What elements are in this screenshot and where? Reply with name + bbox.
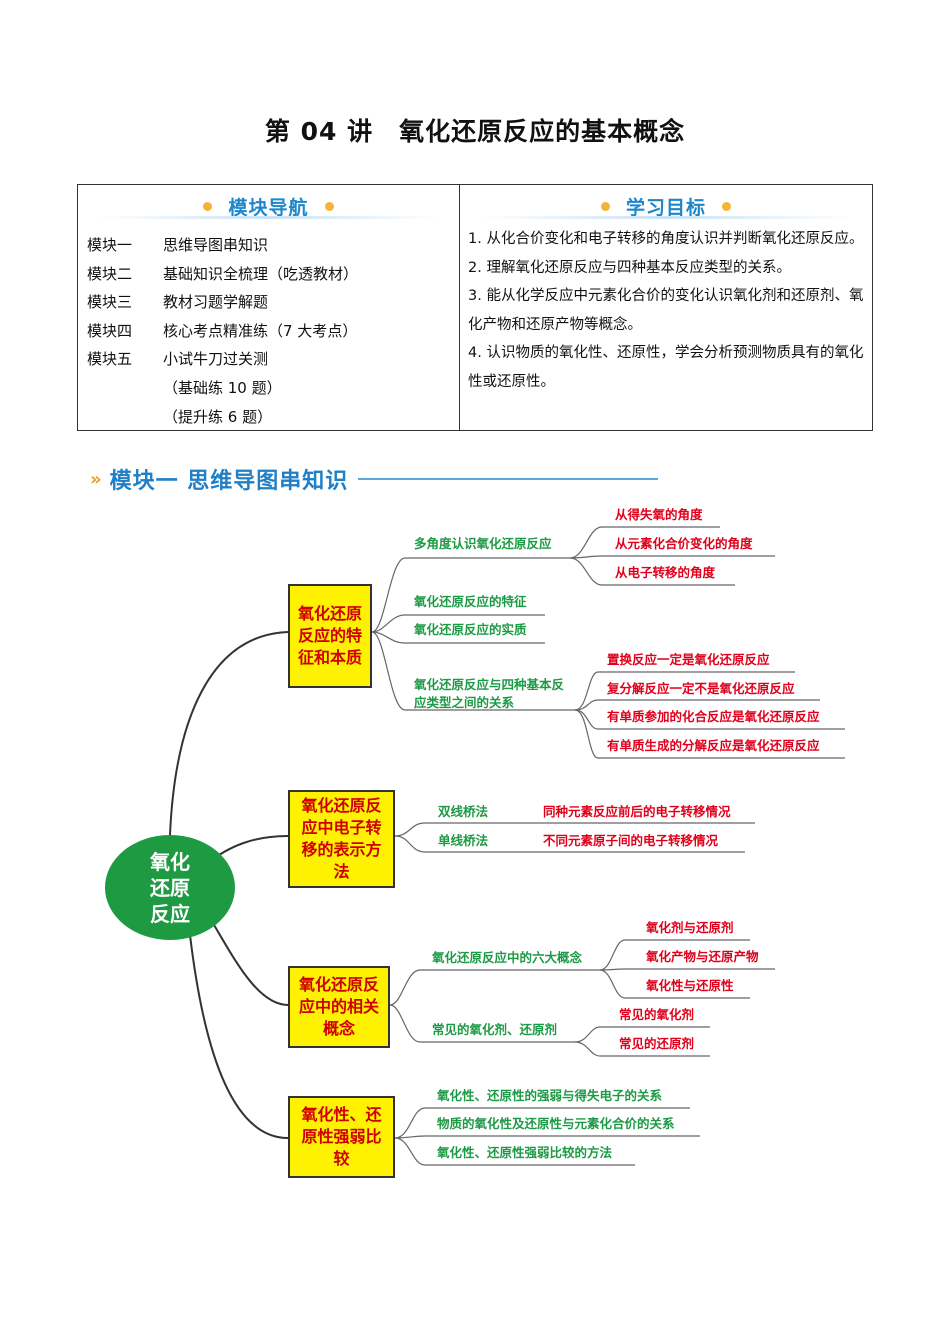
center-node: 氧化 还原 反应 [105,835,235,940]
branch-node: 氧化还原反应中的相关概念 [288,966,390,1048]
node-label: 氧化还原反应的特征 [414,594,527,609]
leaf-label: 从电子转移的角度 [615,565,716,580]
section-rule [358,478,659,480]
goals-list: 1. 从化合价变化和电子转移的角度认识并判断氧化还原反应。 2. 理解氧化还原反… [468,225,868,397]
column-divider [459,185,460,430]
leaf-label: 从元素化合价变化的角度 [615,536,753,551]
node-label: 单线桥法 [438,833,489,848]
dot-icon [324,201,334,211]
branch-node: 氧化还原反应的特征和本质 [288,584,372,688]
mind-map-connectors [169,526,845,1166]
node-label: 物质的氧化性及还原性与元素化合价的关系 [437,1116,675,1131]
dot-icon [600,201,610,211]
node-label: 氧化还原反应与四种基本反应类型之间的关系 [414,677,565,710]
leaf-label: 常见的还原剂 [619,1036,695,1051]
leaf-label: 氧化产物与还原产物 [646,949,759,964]
dot-icon [722,201,731,211]
nav-item: （基础练 10 题） [163,378,282,397]
goal-item: 1. 从化合价变化和电子转移的角度认识并判断氧化还原反应。 [468,231,864,247]
goal-item: 3. 能从化学反应中元素化合价的变化认识氧化剂和还原剂、氧化产物和还原产物等概念… [468,288,864,333]
node-label: 多角度认识氧化还原反应 [414,536,552,551]
node-label: 氧化还原反应的实质 [414,622,527,637]
leaf-label: 置换反应一定是氧化还原反应 [607,652,770,667]
leaf-label: 有单质生成的分解反应是氧化还原反应 [607,738,820,753]
leaf-label: 有单质参加的化合反应是氧化还原反应 [607,709,820,724]
dot-icon [203,201,213,211]
branch-node: 氧化还原反应中电子转移的表示方法 [288,790,395,888]
leaf-label: 氧化剂与还原剂 [646,920,734,935]
nav-header: 模块导航 [78,189,459,223]
node-label: 氧化性、还原性的强弱与得失电子的关系 [437,1088,663,1103]
nav-list: 模块一思维导图串知识 模块二基础知识全梳理（吃透教材） 模块三教材习题学解题 模… [87,231,358,431]
nav-heading: 模块导航 [228,196,309,219]
section-heading: » 模块一 思维导图串知识 [90,462,659,496]
section-title: 模块一 思维导图串知识 [109,469,349,494]
nav-item: （提升练 6 题） [163,407,273,426]
goal-item: 2. 理解氧化还原反应与四种基本反应类型的关系。 [468,259,791,276]
leaf-label: 不同元素原子间的电子转移情况 [543,833,719,848]
double-chevron-icon: » [90,468,101,490]
node-label: 常见的氧化剂、还原剂 [432,1022,558,1037]
leaf-label: 同种元素反应前后的电子转移情况 [543,804,731,819]
info-table: 模块导航 模块一思维导图串知识 模块二基础知识全梳理（吃透教材） 模块三教材习题… [77,184,873,431]
goal-item: 4. 认识物质的氧化性、还原性，学会分析预测物质具有的氧化性或还原性。 [468,345,864,390]
node-label: 双线桥法 [438,804,489,819]
page-title: 第 04 讲 氧化还原反应的基本概念 [264,117,686,146]
leaf-label: 氧化性与还原性 [646,978,734,993]
leaf-label: 复分解反应一定不是氧化还原反应 [607,681,795,696]
node-label: 氧化还原反应中的六大概念 [432,950,583,965]
nav-item: 模块四核心考点精准练（7 大考点） [87,321,358,340]
goals-header: 学习目标 [460,189,872,223]
mind-map: 氧化 还原 反应 氧化还原反应的特征和本质 氧化还原反应中电子转移的表示方法 氧… [0,500,950,1200]
node-label: 氧化性、还原性强弱比较的方法 [437,1145,613,1160]
nav-item: 模块五小试牛刀过关测 [87,350,269,369]
nav-item: 模块二基础知识全梳理（吃透教材） [87,264,359,283]
goals-heading: 学习目标 [625,196,706,219]
leaf-label: 常见的氧化剂 [619,1007,695,1022]
nav-item: 模块一思维导图串知识 [87,236,269,254]
leaf-label: 从得失氧的角度 [615,507,703,522]
branch-node: 氧化性、还原性强弱比较 [288,1096,395,1178]
nav-item: 模块三教材习题学解题 [87,293,269,312]
